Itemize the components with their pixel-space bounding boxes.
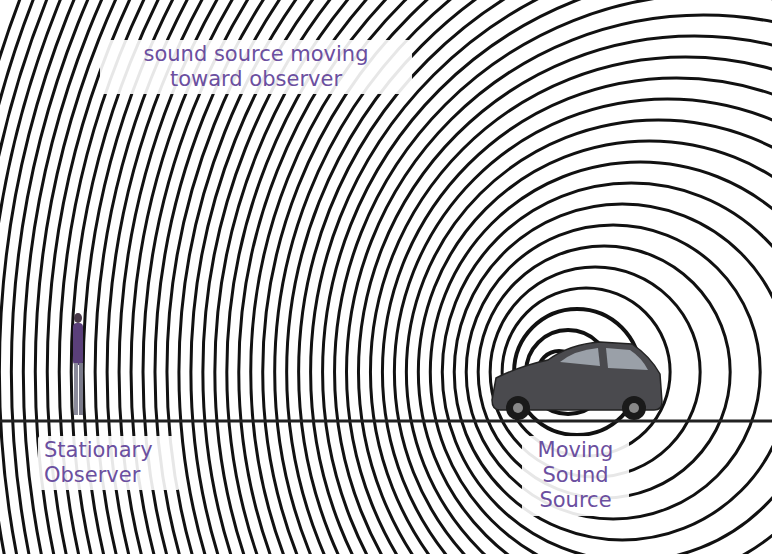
heading-label: sound source moving toward observer — [100, 40, 412, 94]
wavefront-circle — [394, 99, 772, 554]
wavefront-circle — [466, 225, 760, 519]
wavefront-circle — [83, 0, 772, 554]
ground-line — [0, 420, 772, 423]
wavefront-circle — [347, 15, 772, 554]
wavefront-circle — [358, 36, 772, 554]
wavefront-circle — [430, 162, 772, 554]
source-label: Moving Sound Source — [522, 436, 629, 516]
observer-figure — [73, 313, 83, 415]
wavefront-circle — [11, 0, 772, 554]
wavefront-circle — [95, 0, 772, 554]
car-symbol — [492, 342, 662, 420]
observer-label: Stationary Observer — [38, 436, 180, 490]
wavefront-circle — [454, 204, 772, 540]
wavefront-circle — [370, 57, 772, 554]
wavefront-circle — [23, 0, 772, 554]
wavefront-circle — [406, 120, 772, 554]
wavefront-circle — [35, 0, 772, 554]
wavefront-circle — [442, 183, 772, 554]
